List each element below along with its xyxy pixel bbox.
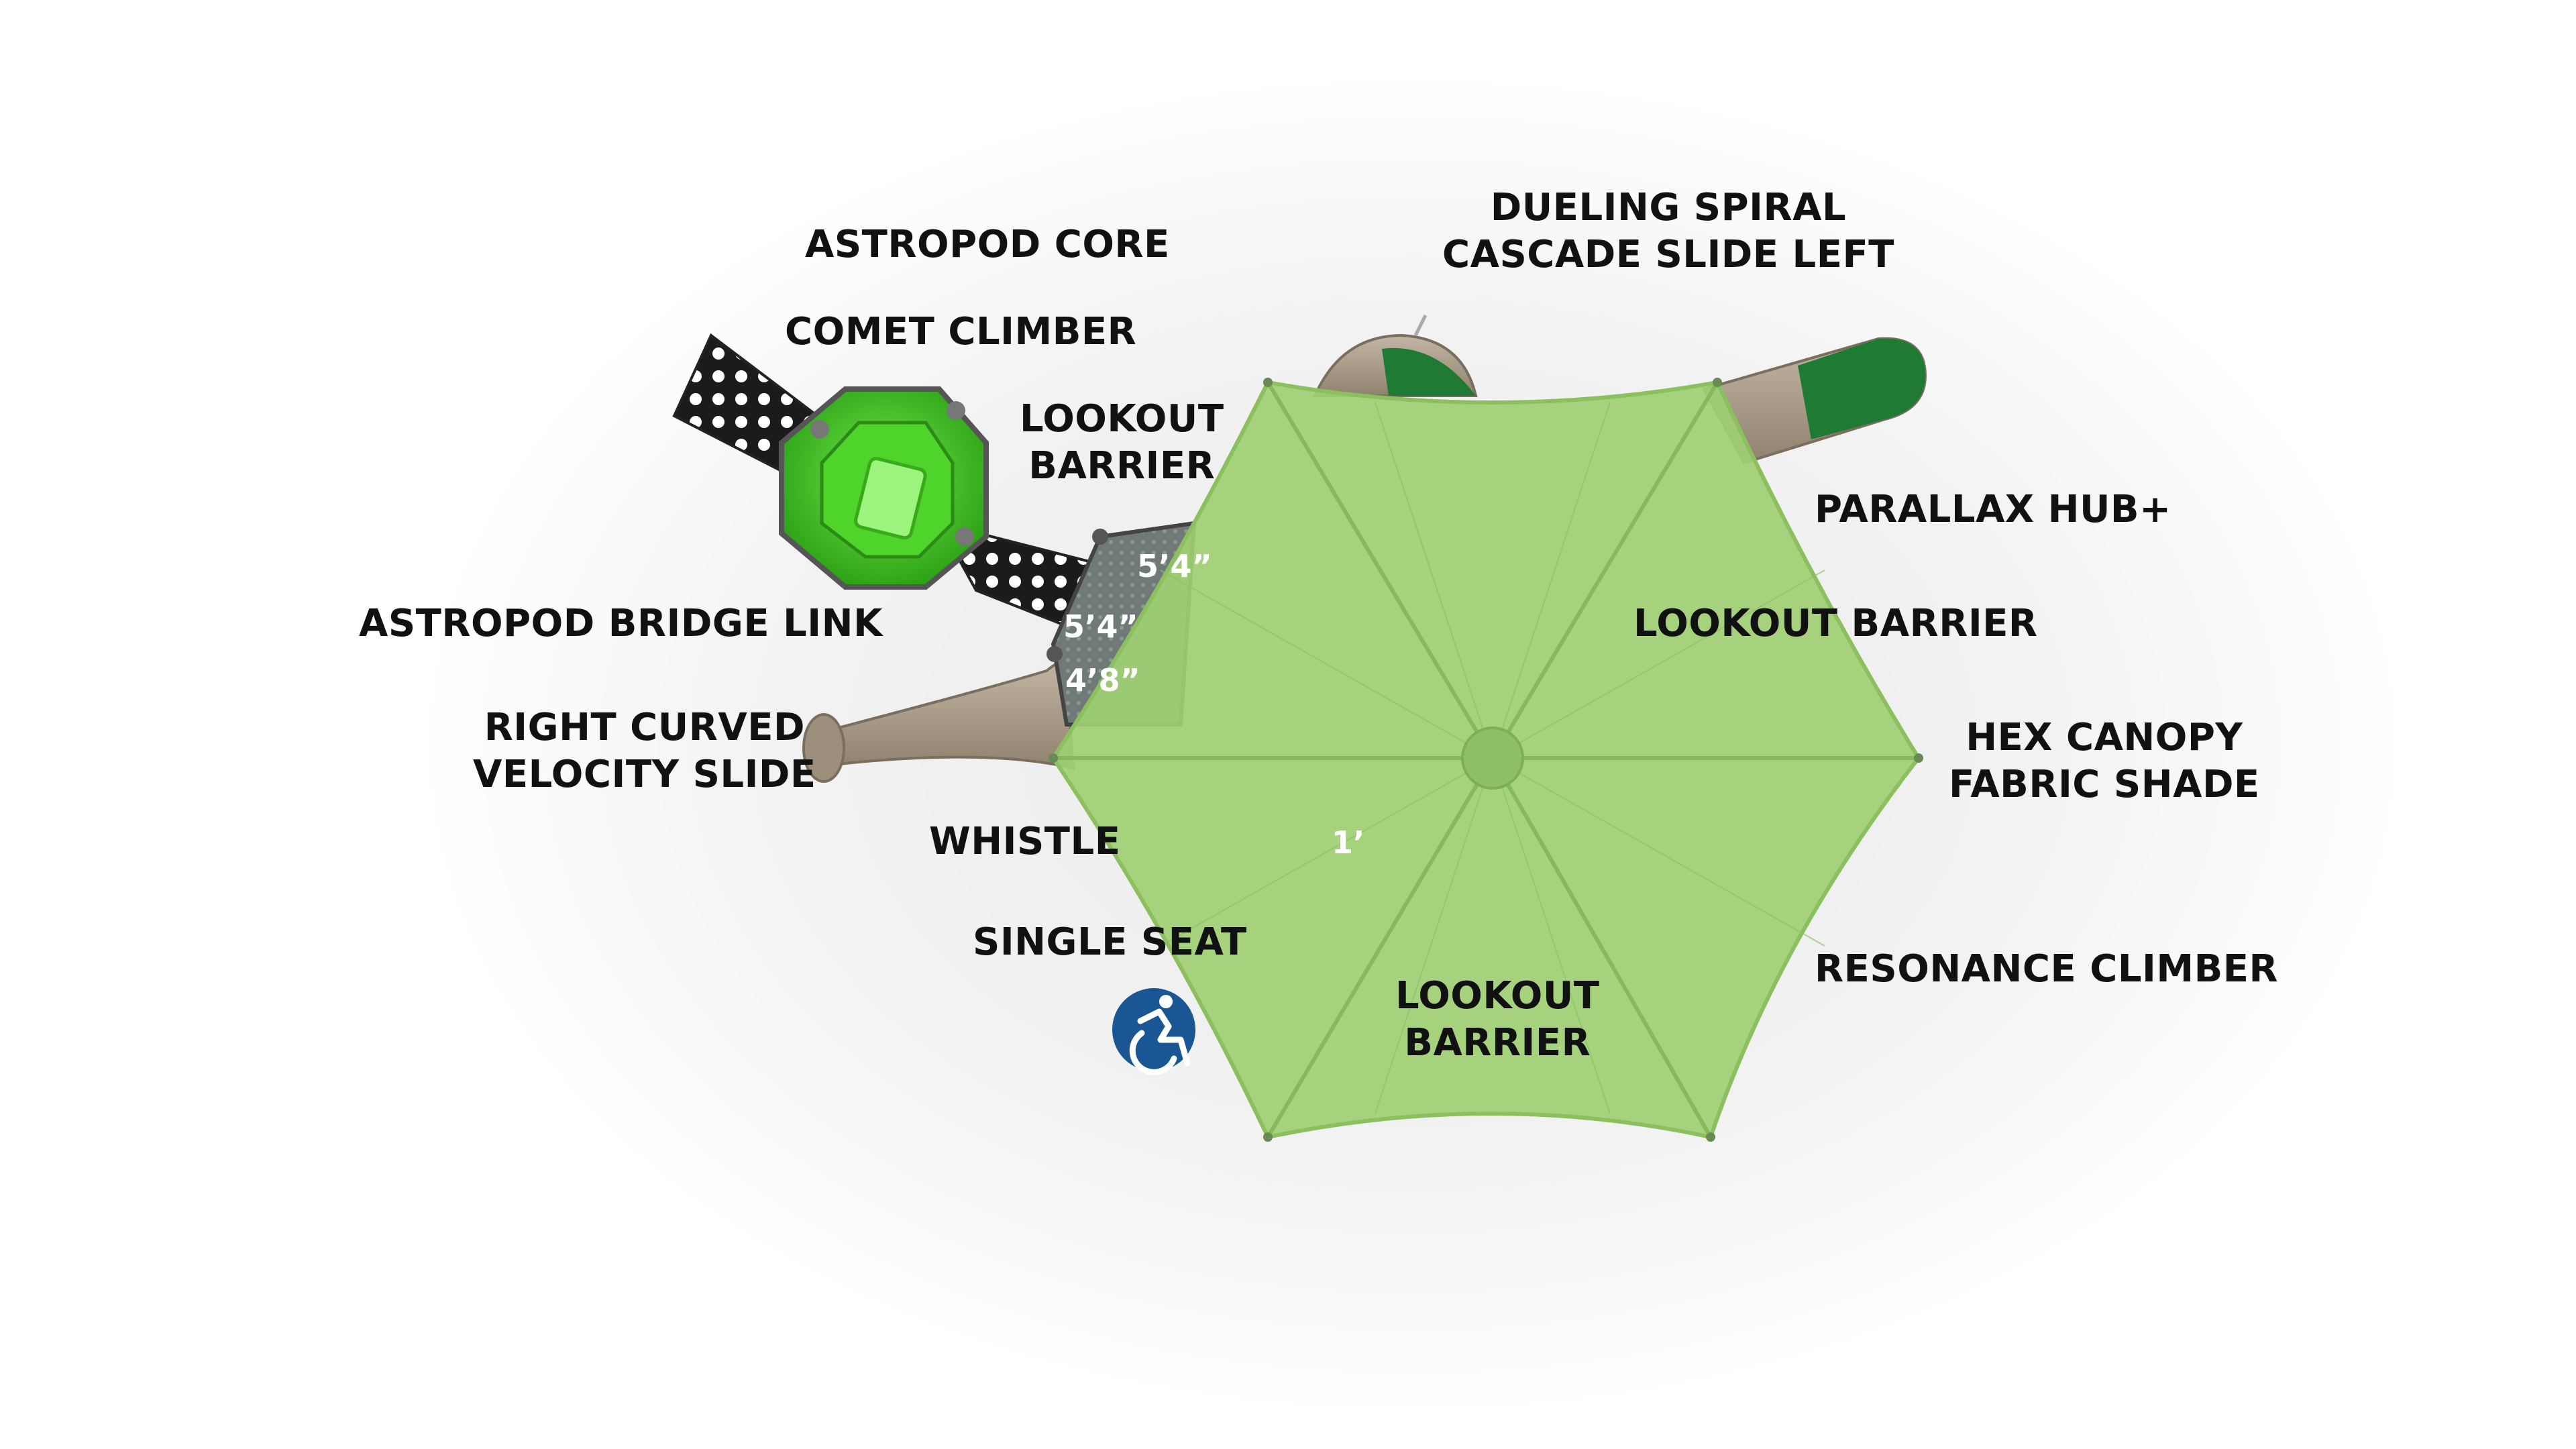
- label-whistle: WHISTLE: [929, 820, 1121, 863]
- label-line: DUELING SPIRAL: [1490, 186, 1847, 229]
- label-astropod-core: ASTROPOD CORE: [805, 223, 1170, 266]
- post-marker: [1046, 646, 1063, 662]
- right-curved-velocity-slide: [802, 657, 1075, 783]
- label-hex-canopy-fabric-shade: HEX CANOPY FABRIC SHADE: [1949, 714, 2260, 808]
- label-lookout-barrier-bottom: LOOKOUT BARRIER: [1395, 973, 1600, 1067]
- hex-canopy-fabric-shade: [1049, 378, 1923, 1142]
- label-line: LOOKOUT: [1395, 974, 1600, 1018]
- label-comet-climber: COMET CLIMBER: [785, 310, 1137, 354]
- post-marker: [1092, 529, 1108, 545]
- label-astropod-bridge-link: ASTROPOD BRIDGE LINK: [359, 602, 883, 645]
- label-line: HEX CANOPY: [1966, 716, 2243, 759]
- wheelchair-accessibility-icon: [1112, 988, 1195, 1075]
- label-lookout-barrier-right: LOOKOUT BARRIER: [1633, 602, 2038, 645]
- label-right-curved-velocity-slide: RIGHT CURVED VELOCITY SLIDE: [473, 704, 816, 798]
- label-line: CASCADE SLIDE LEFT: [1442, 233, 1894, 276]
- label-line: BARRIER: [1028, 444, 1216, 488]
- label-line: BARRIER: [1404, 1021, 1591, 1065]
- label-line: LOOKOUT: [1020, 397, 1224, 441]
- label-lookout-barrier-top: LOOKOUT BARRIER: [1020, 396, 1224, 490]
- dimension-deck-mid: 5’4”: [1063, 608, 1138, 645]
- label-line: FABRIC SHADE: [1949, 763, 2260, 806]
- label-resonance-climber: RESONANCE CLIMBER: [1815, 947, 2279, 991]
- astropod-core-pod: [779, 386, 989, 590]
- label-dueling-spiral-cascade-slide: DUELING SPIRAL CASCADE SLIDE LEFT: [1442, 184, 1894, 278]
- dimension-deck-low: 4’8”: [1065, 662, 1140, 698]
- label-parallax-hub: PARALLAX HUB+: [1815, 488, 2171, 531]
- label-line: RIGHT CURVED: [484, 706, 805, 749]
- dueling-spiral-cascade-slide: [1312, 314, 1927, 465]
- label-line: VELOCITY SLIDE: [473, 753, 816, 796]
- dimension-deck-top: 5’4”: [1137, 548, 1212, 584]
- label-single-seat: SINGLE SEAT: [973, 920, 1247, 964]
- dimension-platform: 1’: [1332, 824, 1364, 861]
